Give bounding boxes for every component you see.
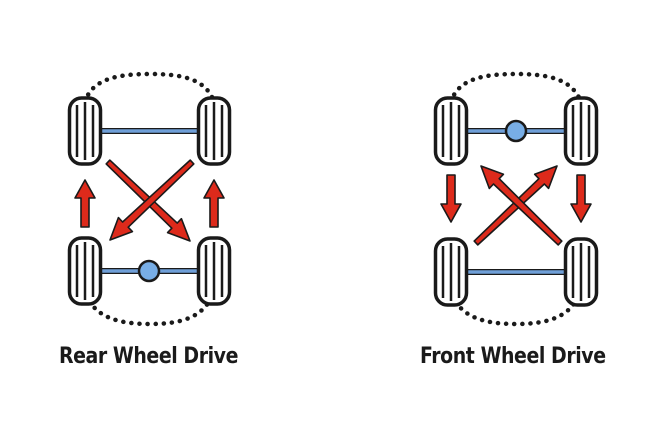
- rear-left-to-front-left-arrow: [74, 179, 96, 228]
- rear-right-to-front-right-arrow: [203, 179, 225, 228]
- front-wheel-drive-diagram: [433, 71, 599, 327]
- front-right-tire-icon: [196, 96, 232, 166]
- rear-wheel-drive-label: Rear Wheel Drive: [59, 344, 238, 369]
- front-wheel-drive-label: Front Wheel Drive: [420, 344, 606, 369]
- rear-right-tire-icon: [196, 236, 232, 306]
- rear-right-tire-icon: [563, 237, 599, 307]
- rear-right-to-front-left-arrow: [480, 165, 563, 246]
- front-right-to-rear-right-arrow: [570, 174, 592, 223]
- front-right-to-rear-left-arrow: [109, 159, 195, 241]
- front-left-to-rear-left-arrow: [440, 174, 462, 223]
- front-left-tire-icon: [67, 96, 103, 166]
- car-outline-dotted: [448, 71, 584, 327]
- rear-differential: [137, 259, 161, 283]
- rear-left-tire-icon: [433, 237, 469, 307]
- rear-left-tire-icon: [67, 236, 103, 306]
- front-differential: [504, 119, 528, 143]
- front-left-tire-icon: [433, 96, 469, 166]
- rear-wheel-drive-diagram: [67, 71, 232, 327]
- front-right-tire-icon: [563, 96, 599, 166]
- car-outline-dotted: [82, 71, 217, 327]
